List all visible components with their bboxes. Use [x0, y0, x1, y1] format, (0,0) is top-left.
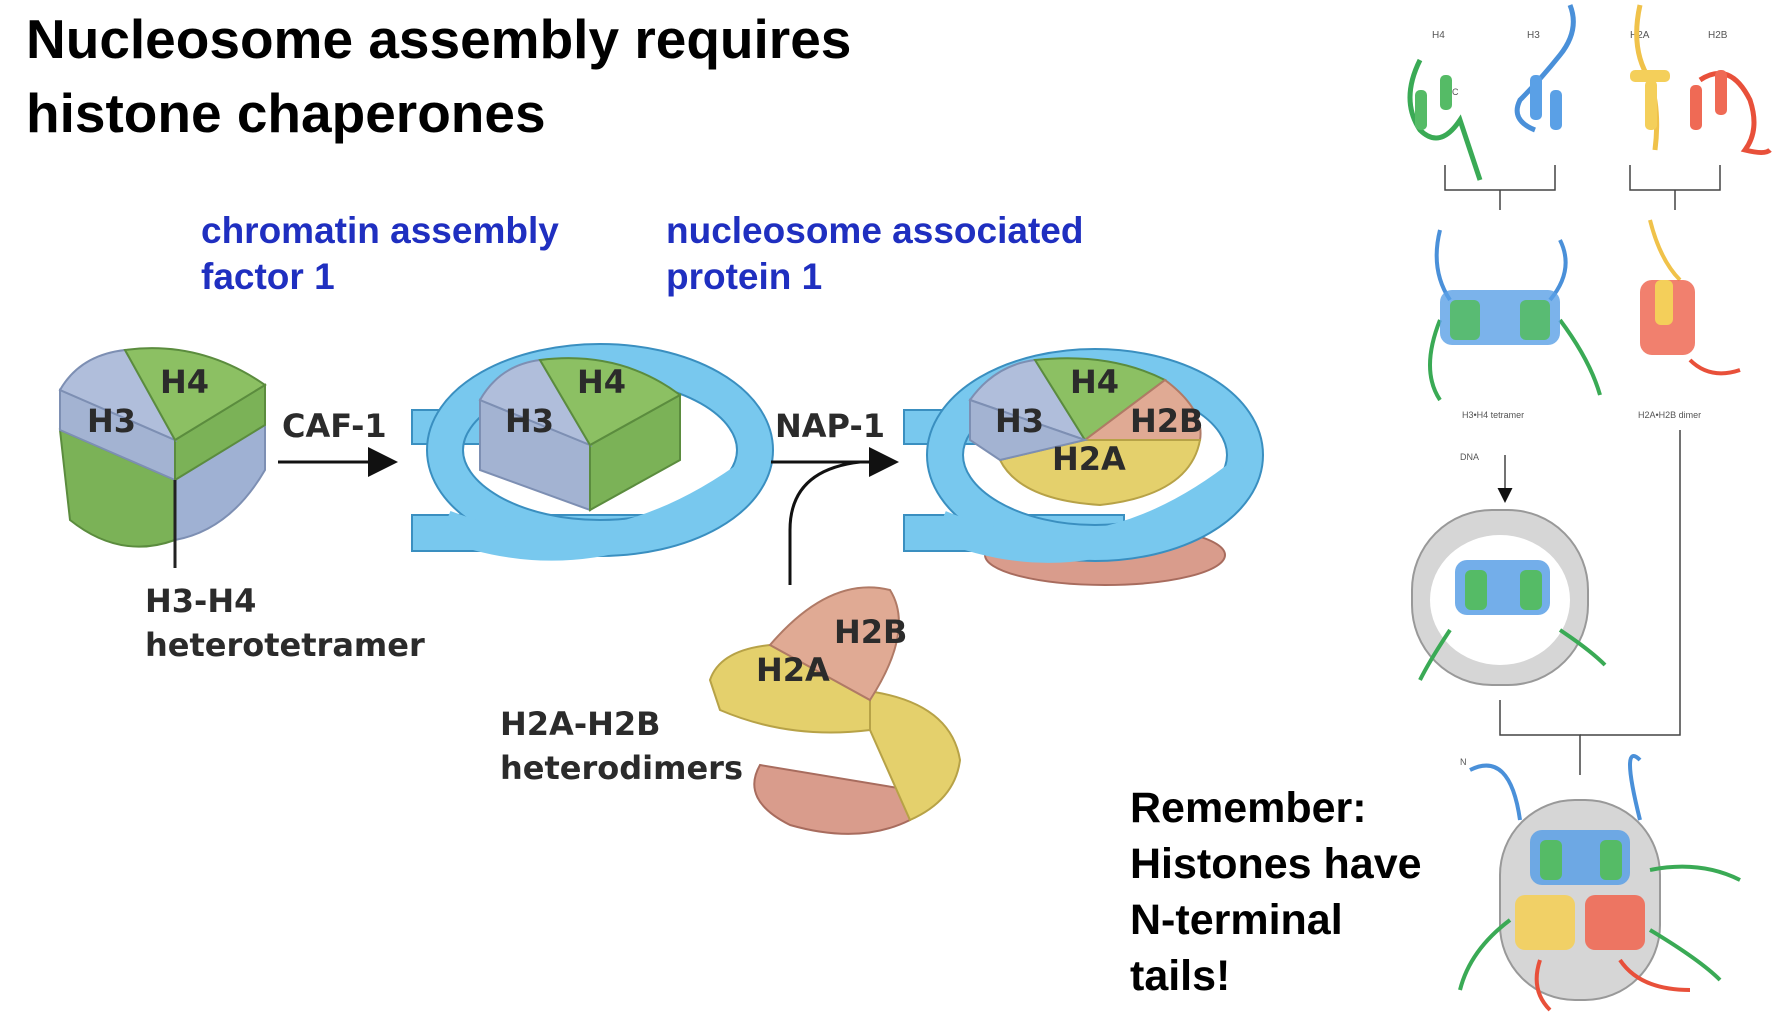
h4-structure	[1407, 58, 1483, 181]
dimer-entry-arrow	[788, 460, 861, 585]
reminder-note: Remember: Histones have N-terminal tails…	[1130, 780, 1422, 1004]
h3-structure	[1514, 4, 1576, 133]
tetrasome-h4-label: H4	[577, 363, 626, 401]
structure-label-h2b: H2B	[1708, 30, 1728, 41]
dna-label: DNA	[1460, 452, 1479, 462]
tetramer-h4-label: H4	[160, 363, 209, 401]
structure-label-h2a: H2A	[1630, 30, 1650, 41]
tetrasome-h3-label: H3	[505, 402, 554, 440]
nucleosome-h2b-label: H2B	[1130, 402, 1203, 440]
h2a-structure	[1630, 4, 1670, 151]
title-line-1: Nucleosome assembly requires	[26, 8, 852, 70]
nucleosome-structure	[1458, 754, 1741, 1012]
structure-panel: H4 H3 H2A H2B	[1407, 4, 1772, 1012]
h2a-h2b-dimers-model	[708, 586, 962, 835]
dimer-name-line-2: heterodimers	[500, 749, 743, 787]
dimer-h2b-label: H2B	[834, 613, 907, 651]
nap1-name-line-2: protein 1	[666, 256, 823, 297]
reminder-line-2: Histones have	[1130, 840, 1422, 888]
nap1-full-name: nucleosome associated protein 1	[666, 208, 1083, 300]
h2b-structure	[1690, 70, 1772, 155]
tetramer-h3-label: H3	[87, 402, 136, 440]
nucleosome-h4-label: H4	[1070, 363, 1119, 401]
tetramer-name-line-2: heterotetramer	[145, 626, 425, 664]
reminder-line-3: N-terminal	[1130, 896, 1343, 944]
dimer-h2a-label: H2A	[756, 651, 830, 689]
caf1-name-line-1: chromatin assembly	[201, 210, 559, 251]
tetramer-structure	[1428, 229, 1602, 402]
tetramer-caption: H3•H4 tetramer	[1462, 410, 1524, 420]
nucleosome-model	[903, 348, 1264, 586]
structure-n-label: N	[1460, 757, 1467, 767]
caf1-name-line-2: factor 1	[201, 256, 335, 297]
dimer-structure	[1640, 219, 1741, 376]
caf1-arrow-label: CAF-1	[282, 407, 387, 445]
structure-c-label: C	[1452, 87, 1459, 97]
nap1-name-line-1: nucleosome associated	[666, 210, 1084, 251]
nucleosome-h3-label: H3	[995, 402, 1044, 440]
title-line-2: histone chaperones	[26, 82, 546, 144]
reminder-line-1: Remember:	[1130, 784, 1367, 832]
structure-label-h3: H3	[1527, 30, 1540, 41]
h3-h4-tetramer-model	[58, 347, 267, 568]
dimer-caption: H2A•H2B dimer	[1638, 410, 1701, 420]
tetrasome-model	[411, 343, 774, 561]
dimer-name-line-1: H2A-H2B	[500, 705, 661, 743]
nucleosome-h2a-label: H2A	[1052, 440, 1126, 478]
structure-label-h4: H4	[1432, 30, 1445, 41]
reminder-line-4: tails!	[1130, 952, 1231, 1000]
nap1-arrow-label: NAP-1	[775, 407, 885, 445]
slide-title: Nucleosome assembly requires histone cha…	[26, 2, 986, 150]
caf1-full-name: chromatin assembly factor 1	[201, 208, 559, 300]
tetramer-name-line-1: H3-H4	[145, 582, 256, 620]
tetrasome-structure	[1411, 509, 1607, 686]
